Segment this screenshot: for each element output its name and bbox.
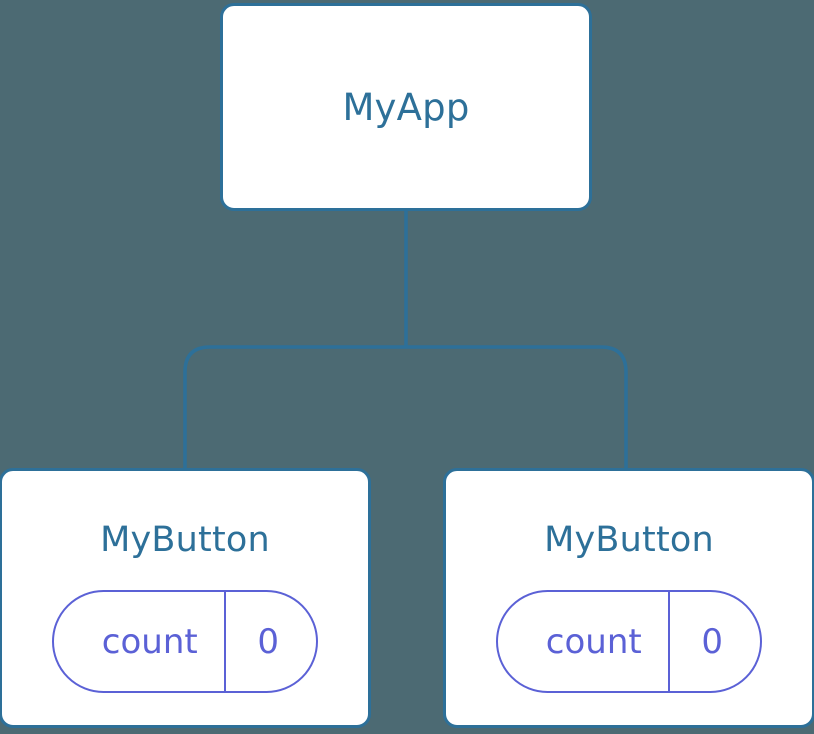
state-badge[interactable]: count 0 (51, 590, 319, 693)
node-label: MyApp (342, 85, 470, 129)
tree-node-mybutton-1[interactable]: MyButton count 0 (0, 468, 371, 728)
edge-to-child-right (406, 345, 628, 470)
state-key: count (101, 621, 198, 662)
state-badge[interactable]: count 0 (495, 590, 763, 693)
node-label: MyButton (100, 520, 270, 560)
tree-node-myapp[interactable]: MyApp (220, 3, 592, 211)
tree-node-mybutton-2[interactable]: MyButton count 0 (443, 468, 814, 728)
state-key: count (545, 621, 642, 662)
state-value: 0 (257, 621, 280, 662)
state-value: 0 (701, 621, 724, 662)
edge-to-child-left (183, 345, 406, 470)
state-divider (223, 592, 227, 691)
state-divider (667, 592, 671, 691)
node-label: MyButton (544, 520, 714, 560)
